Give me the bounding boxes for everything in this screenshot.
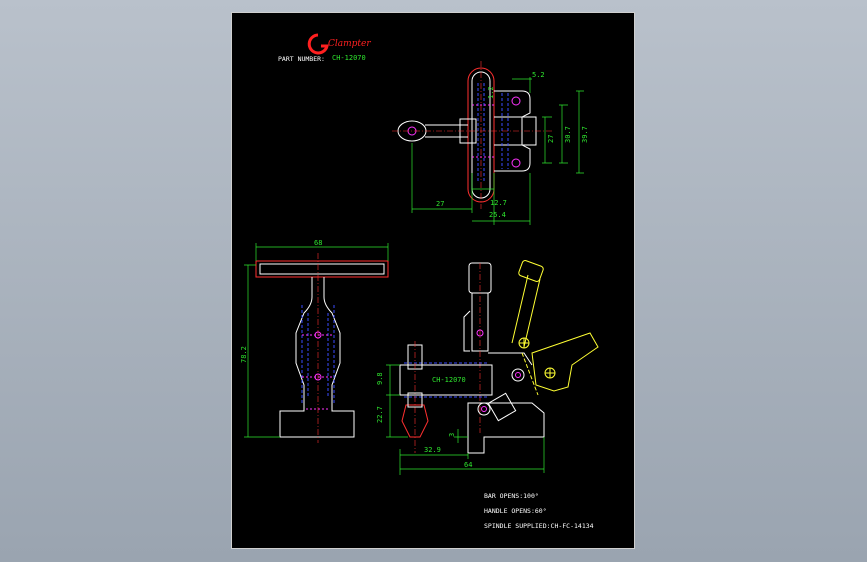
clampter-logo: Clampter xyxy=(307,33,371,55)
logo-text: Clampter xyxy=(328,39,371,49)
note-bar-opens: BAR OPENS:100° xyxy=(484,492,539,500)
handle-open-position xyxy=(511,260,599,396)
dim-9-8: 9.8 xyxy=(376,372,384,385)
dim-39-7: 39.7 xyxy=(581,126,589,143)
note-spindle-supplied: SPINDLE SUPPLIED:CH-FC-14134 xyxy=(484,522,594,530)
dim-30-7: 30.7 xyxy=(564,126,572,143)
dim-25-4: 25.4 xyxy=(489,211,506,219)
top-view: 5.2 27 30.7 39.7 1.2 27 12.7 25.4 xyxy=(392,61,589,225)
dim-5-2: 5.2 xyxy=(532,71,545,79)
body-mark: CH-12070 xyxy=(432,376,466,384)
drawing-canvas: Clampter PART NUMBER: CH-12070 5.2 27 30… xyxy=(240,33,599,530)
mount-hole-top xyxy=(511,96,521,106)
side-base xyxy=(467,402,545,454)
clamp-arm xyxy=(399,364,493,396)
note-handle-opens: HANDLE OPENS:60° xyxy=(484,507,547,515)
mount-hole-bottom xyxy=(511,158,521,168)
spindle-tip xyxy=(401,404,429,438)
grip-bar-inner xyxy=(259,263,385,275)
dim-12-7: 12.7 xyxy=(490,199,507,207)
dim-27h: 27 xyxy=(436,200,444,208)
part-number-value: CH-12070 xyxy=(332,54,366,62)
notes-block: BAR OPENS:100° HANDLE OPENS:60° SPINDLE … xyxy=(484,492,594,530)
dim-68: 68 xyxy=(314,239,322,247)
front-body xyxy=(279,277,355,438)
side-view: CH-12070 9.8 22.7 3 xyxy=(376,260,599,475)
dim-1-2: 1.2 xyxy=(487,86,495,99)
dim-22-7: 22.7 xyxy=(376,406,384,423)
dim-78-2: 78.2 xyxy=(240,346,248,363)
part-number-label: PART NUMBER: xyxy=(278,55,325,63)
drawing-sheet: Clampter PART NUMBER: CH-12070 5.2 27 30… xyxy=(231,12,635,549)
front-view: 68 78.2 xyxy=(240,239,389,443)
dim-3: 3 xyxy=(448,433,456,437)
dim-64: 64 xyxy=(464,461,472,469)
grip-bar-outer xyxy=(255,260,389,278)
dim-27v: 27 xyxy=(547,135,555,143)
dim-32-9: 32.9 xyxy=(424,446,441,454)
